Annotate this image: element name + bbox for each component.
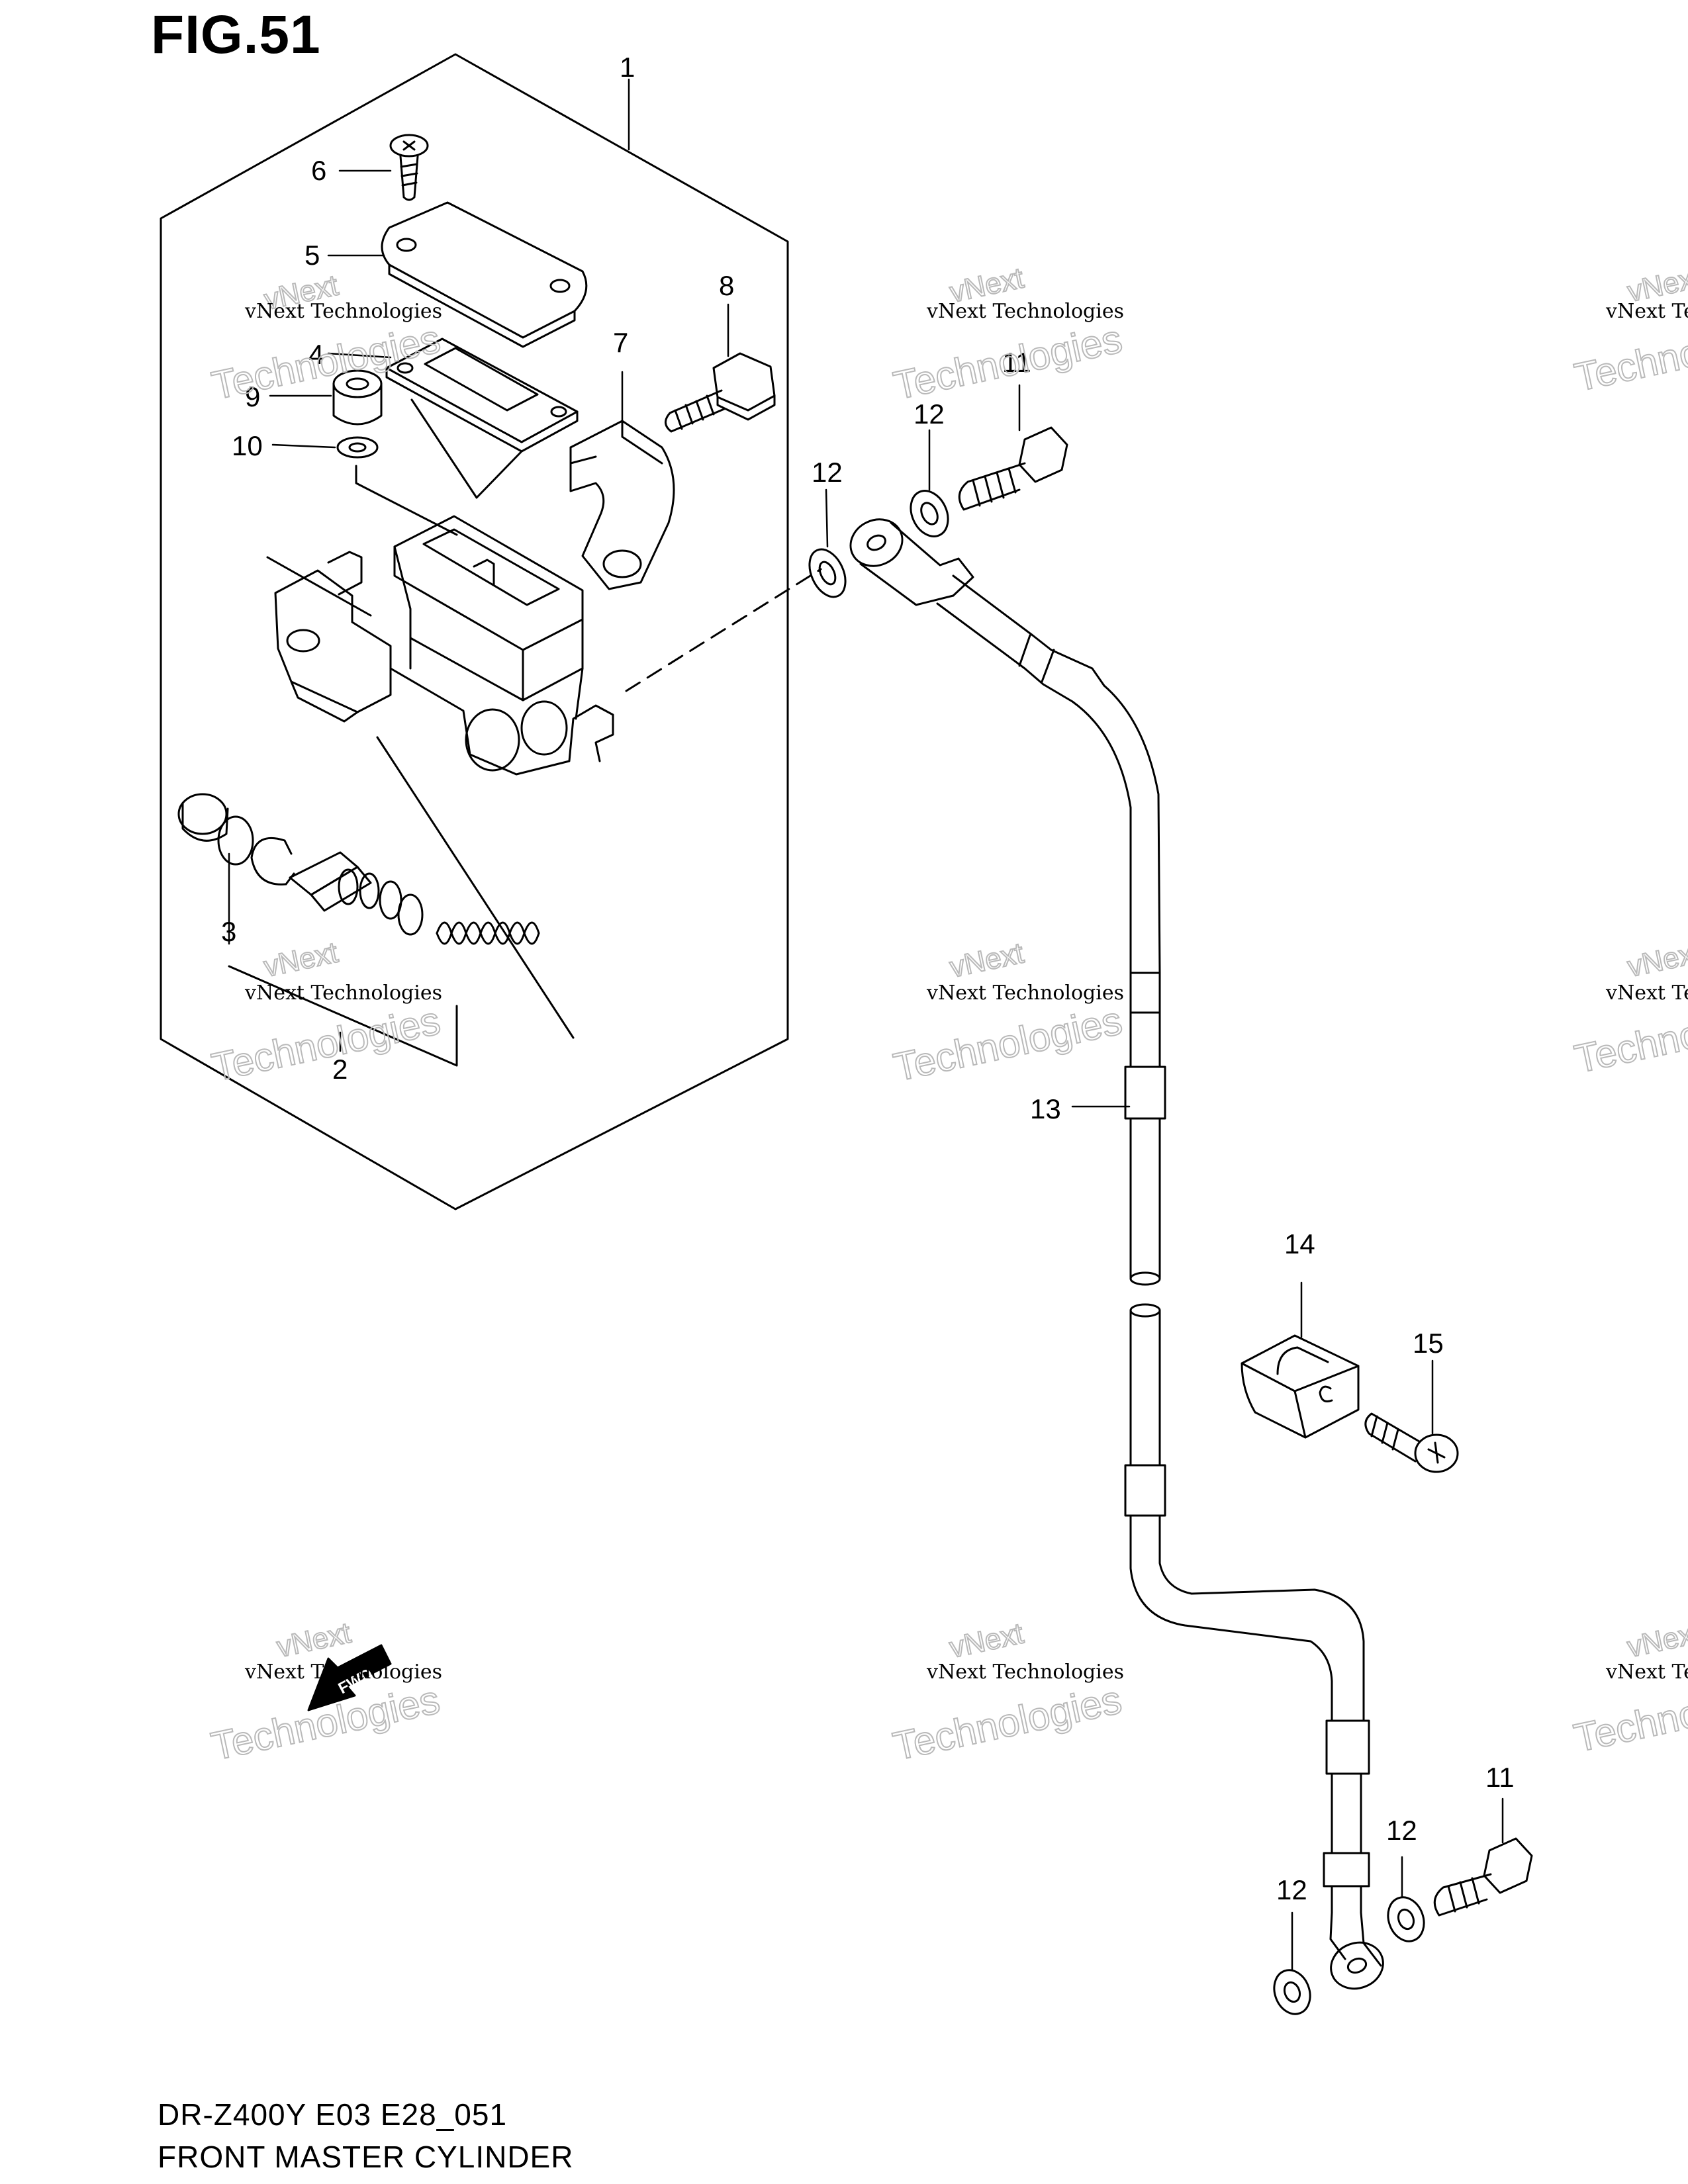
callout-4: 4 xyxy=(308,339,324,370)
svg-text:Technologies: Technologies xyxy=(208,316,444,408)
guide-line-boot xyxy=(355,465,458,536)
part-3-dust-seal xyxy=(177,793,254,866)
svg-text:vNext Technologies: vNext Technologies xyxy=(244,981,442,1005)
callout-15: 15 xyxy=(1413,1328,1444,1359)
callout-8: 8 xyxy=(719,270,734,301)
callout-11-lower: 11 xyxy=(1485,1762,1515,1793)
svg-text:vNext Technologies: vNext Technologies xyxy=(244,300,442,323)
svg-text:vNext: vNext xyxy=(1624,936,1688,983)
lower-banjo-fitting xyxy=(1329,1911,1384,1990)
callout-10: 10 xyxy=(232,430,263,461)
circlip xyxy=(250,837,295,886)
watermarks: vNext vNext Technologies Technologies vN… xyxy=(207,261,1688,1770)
part-12-washer-upper-left xyxy=(808,548,847,598)
part-14-hose-clamp xyxy=(1241,1334,1360,1439)
leader-lines xyxy=(228,78,1504,1971)
figure-title: FIG.51 xyxy=(151,5,321,65)
part-8-bolt xyxy=(665,352,776,433)
svg-text:Technologies: Technologies xyxy=(208,998,444,1089)
part-12-washer-lower-right xyxy=(1387,1896,1425,1942)
part-11-banjo-bolt-upper xyxy=(958,426,1068,511)
callout-9: 9 xyxy=(245,381,260,412)
svg-text:vNext Technologies: vNext Technologies xyxy=(1605,1661,1688,1684)
watermark-top-right: vNext vNext Technologies Technologies xyxy=(1570,261,1688,400)
svg-text:vNext Technologies: vNext Technologies xyxy=(1605,981,1688,1005)
callout-12-upper-right: 12 xyxy=(914,398,945,430)
svg-text:vNext Technologies: vNext Technologies xyxy=(1605,300,1688,323)
svg-text:vNext Technologies: vNext Technologies xyxy=(926,1661,1124,1684)
part-4-diaphragm-plate xyxy=(385,338,579,499)
callout-12-lower-left: 12 xyxy=(1276,1874,1307,1905)
part-12-washer-lower-left xyxy=(1273,1969,1311,2015)
svg-text:vNext: vNext xyxy=(274,1617,353,1664)
watermark-middle-center: vNext vNext Technologies Technologies xyxy=(889,936,1127,1090)
master-cylinder-body xyxy=(274,515,614,776)
figure-name-caption: FRONT MASTER CYLINDER xyxy=(158,2140,574,2174)
bracket-items-2-3 xyxy=(228,965,458,1067)
assembly-outline xyxy=(160,53,789,1210)
callout-labels: 1 2 3 4 5 6 7 8 9 10 11 11 12 12 12 12 1… xyxy=(221,52,1515,1905)
guide-line-piston xyxy=(266,556,372,617)
callout-6: 6 xyxy=(311,155,326,186)
callout-12-lower-right: 12 xyxy=(1386,1815,1417,1846)
part-12-washer-upper-right xyxy=(910,490,949,537)
upper-banjo-fitting xyxy=(849,518,974,606)
callout-11-upper: 11 xyxy=(1002,347,1031,378)
svg-text:vNext Technologies: vNext Technologies xyxy=(926,981,1124,1005)
svg-text:Technologies: Technologies xyxy=(890,998,1126,1089)
part-6-screw xyxy=(389,134,429,201)
svg-text:vNext Technologies: vNext Technologies xyxy=(244,1661,442,1684)
svg-text:vNext Technologies: vNext Technologies xyxy=(926,300,1124,323)
part-5-reservoir-cap xyxy=(381,201,588,348)
part-15-bolt xyxy=(1364,1412,1459,1473)
svg-text:vNext: vNext xyxy=(947,1617,1026,1664)
part-13-brake-hose xyxy=(936,574,1370,1914)
svg-text:vNext: vNext xyxy=(261,936,340,983)
part-2-piston-assembly xyxy=(289,851,540,945)
part-10-washer xyxy=(336,436,379,459)
watermark-bottom-center: vNext vNext Technologies Technologies xyxy=(888,1616,1126,1769)
svg-text:Technologies: Technologies xyxy=(889,1677,1125,1768)
callout-2: 2 xyxy=(332,1054,348,1085)
svg-text:Technologies: Technologies xyxy=(890,316,1126,408)
callout-1: 1 xyxy=(620,52,635,83)
callout-3: 3 xyxy=(221,916,236,947)
watermark-top-left: vNext vNext Technologies Technologies xyxy=(207,269,445,409)
watermark-top-center: vNext vNext Technologies Technologies xyxy=(889,261,1127,408)
watermark-middle-left: vNext vNext Technologies Technologies xyxy=(207,936,445,1091)
part-9-boot xyxy=(332,369,383,426)
part-7-clamp xyxy=(569,420,675,590)
svg-text:vNext: vNext xyxy=(947,936,1027,983)
svg-text:vNext: vNext xyxy=(1624,1617,1688,1664)
callout-14: 14 xyxy=(1284,1228,1315,1259)
watermark-bottom-right: vNext vNext Technologies Technologies xyxy=(1570,1616,1688,1761)
banjo-guide-line xyxy=(625,568,822,692)
callout-12-upper-left: 12 xyxy=(812,457,843,488)
watermark-middle-right: vNext vNext Technologies Technologies xyxy=(1570,936,1688,1082)
guide-line-spring xyxy=(376,736,575,1039)
callout-5: 5 xyxy=(305,240,320,271)
callout-7: 7 xyxy=(613,327,628,358)
fwd-arrow-mark xyxy=(307,1644,392,1711)
part-11-banjo-bolt-lower xyxy=(1433,1837,1533,1917)
model-code-caption: DR-Z400Y E03 E28_051 xyxy=(158,2097,508,2132)
callout-13: 13 xyxy=(1030,1093,1061,1124)
